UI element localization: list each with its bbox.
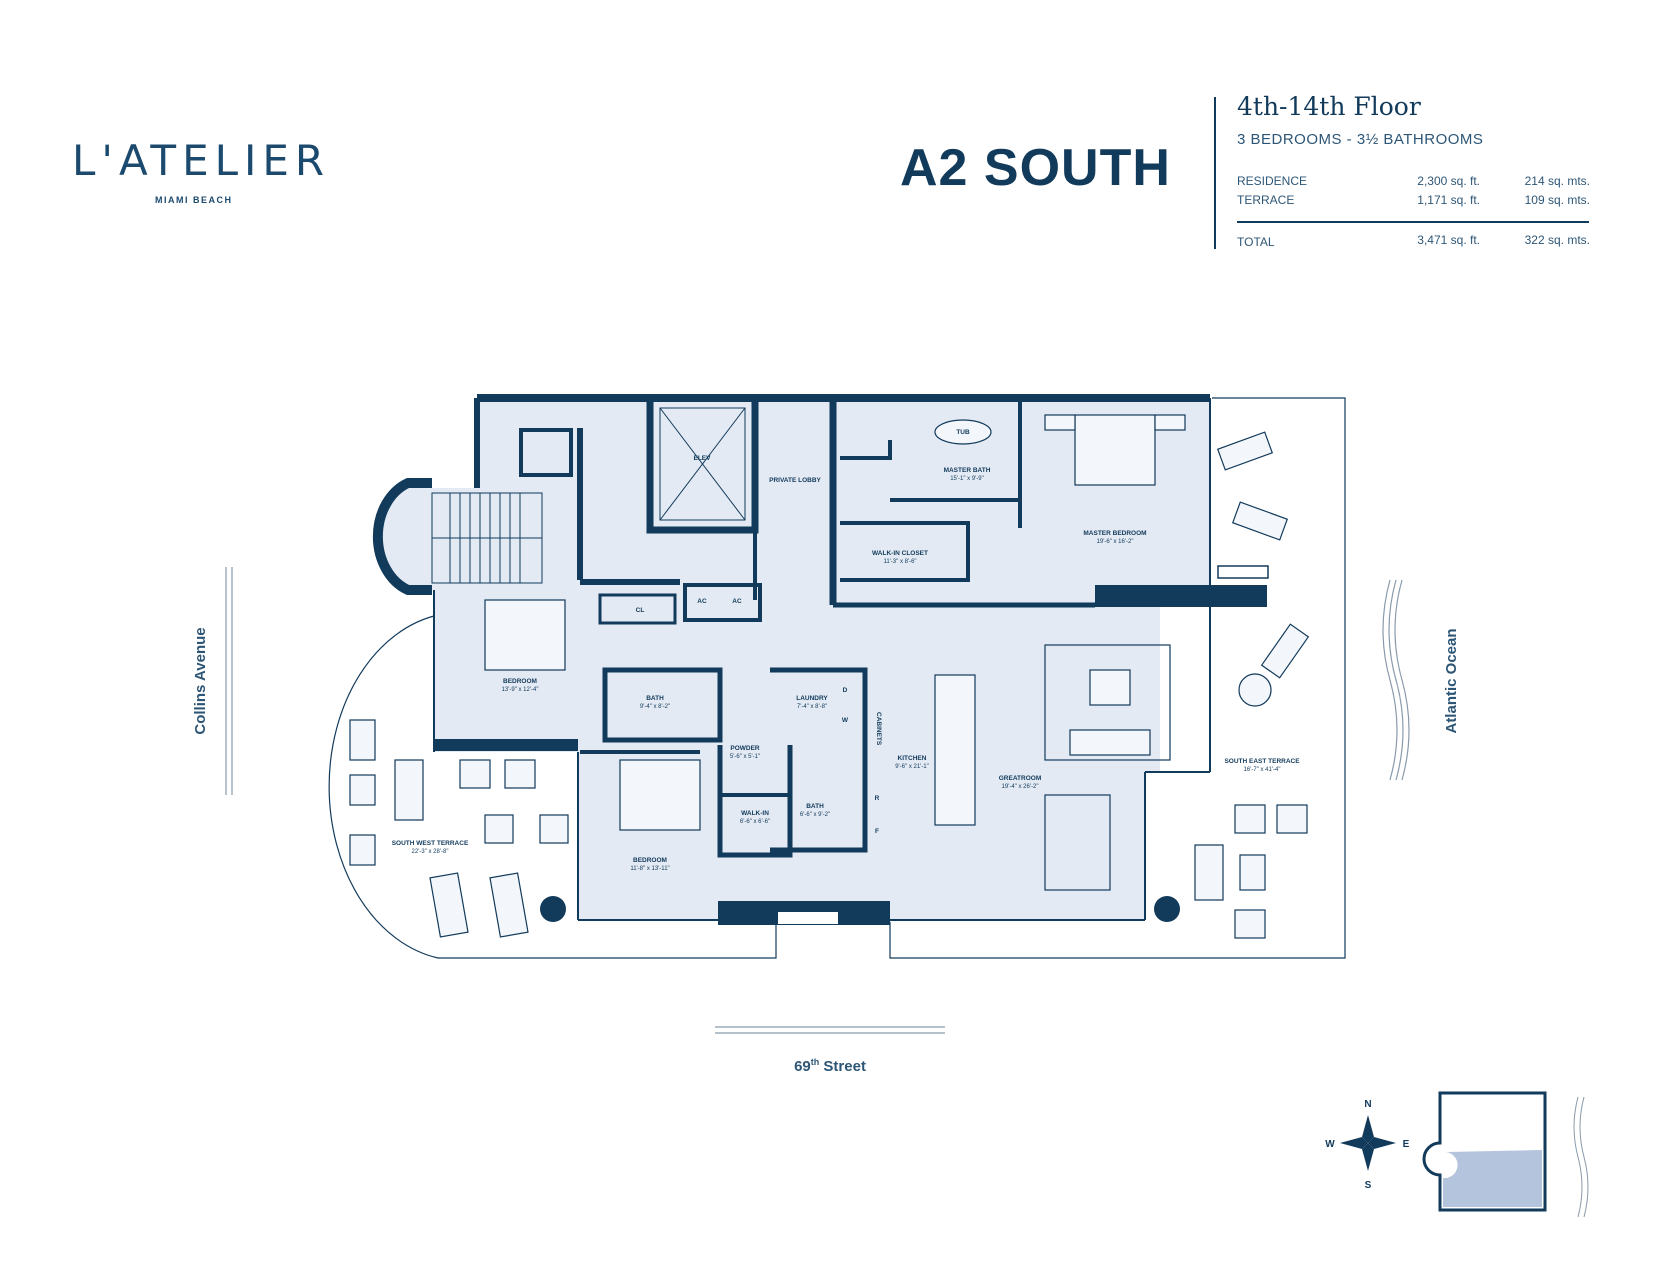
room-dim-walk-in-closet: 11'-3" x 8'-6" xyxy=(883,559,916,565)
dining-table xyxy=(1044,794,1111,891)
room-dim-master-bedroom: 19'-6" x 16'-2" xyxy=(1097,539,1134,545)
room-label-master-bath: MASTER BATH xyxy=(944,467,991,474)
bed-bath-count: 3 BEDROOMS - 3½ BATHROOMS xyxy=(1237,131,1484,148)
room-dim-master-bath: 15'-1" x 9'-9" xyxy=(950,476,984,482)
room-label-elev: ELEV xyxy=(694,455,712,462)
floor-range: 4th-14th Floor xyxy=(1237,92,1421,121)
compass-n: N xyxy=(1364,1099,1371,1110)
room-label-powder: POWDER xyxy=(730,745,760,752)
master-bed xyxy=(1074,414,1156,486)
area-sqft-terrace: 1,171 sq. ft. xyxy=(1417,193,1480,207)
area-total-rule xyxy=(1237,221,1589,223)
appliance-label-r: R xyxy=(875,795,880,802)
area-sqft-residence: 2,300 sq. ft. xyxy=(1417,174,1480,188)
unit-location-highlight xyxy=(1443,1150,1542,1207)
bedroom-2-bed xyxy=(619,759,701,831)
area-sqm-residence: 214 sq. mts. xyxy=(1524,174,1590,188)
kitchen-island xyxy=(934,674,976,826)
area-label-residence: RESIDENCE xyxy=(1237,174,1308,188)
collins-avenue-marker: Collins Avenue xyxy=(192,567,233,795)
area-label-terrace: TERRACE xyxy=(1237,193,1295,207)
brand-location: MIAMI BEACH xyxy=(155,195,233,205)
room-label-south-east-terrace: SOUTH EAST TERRACE xyxy=(1224,758,1300,765)
atlantic-ocean-marker: Atlantic Ocean xyxy=(1382,579,1460,781)
room-label-bath-1: BATH xyxy=(646,695,664,702)
69th-street-marker: 69th Street xyxy=(715,1026,945,1075)
room-label-laundry: LAUNDRY xyxy=(796,695,828,702)
bedroom-1-bed xyxy=(484,599,566,671)
terrace-outlines xyxy=(328,397,1346,959)
room-label-master-bedroom: MASTER BEDROOM xyxy=(1083,530,1146,537)
compass-e: E xyxy=(1403,1139,1410,1150)
room-label-greatroom: GREATROOM xyxy=(999,775,1042,782)
key-plan xyxy=(1422,1091,1589,1218)
69th-street-label: 69th Street xyxy=(794,1057,866,1075)
appliance-label-d: D xyxy=(843,687,848,694)
room-labels: ELEV PRIVATE LOBBY MASTER BATH 15'-1" x … xyxy=(392,429,1300,872)
area-sqft-total: 3,471 sq. ft. xyxy=(1417,233,1480,247)
unit-title: A2 SOUTH xyxy=(900,139,1171,197)
interior-walls xyxy=(519,398,1095,858)
room-dim-laundry: 7'-4" x 8'-8" xyxy=(797,704,827,710)
room-dim-kitchen: 9'-6" x 21'-1" xyxy=(895,764,929,770)
room-label-tub: TUB xyxy=(956,429,970,436)
room-label-bath-2: BATH xyxy=(806,803,824,810)
room-label-kitchen: KITCHEN xyxy=(898,755,927,762)
interior-fill xyxy=(377,398,1210,920)
room-label-walk-in-closet: WALK-IN CLOSET xyxy=(872,550,928,557)
living-area-rug xyxy=(1044,644,1171,761)
compass-w: W xyxy=(1325,1139,1335,1150)
header-divider xyxy=(1214,97,1216,249)
room-label-ac-1: AC xyxy=(697,598,707,605)
area-label-total: TOTAL xyxy=(1237,235,1275,249)
area-sqm-total: 322 sq. mts. xyxy=(1524,233,1590,247)
room-dim-bath-2: 6'-6" x 9'-2" xyxy=(800,812,830,818)
brand-logo: L'ATELIER xyxy=(72,136,331,185)
appliance-label-f: F xyxy=(875,828,879,835)
atlantic-ocean-label: Atlantic Ocean xyxy=(1443,628,1460,733)
room-label-cabinets: CABINETS xyxy=(875,712,882,746)
room-label-walk-in: WALK-IN xyxy=(741,810,769,817)
room-label-bedroom-2: BEDROOM xyxy=(633,857,667,864)
bathtub xyxy=(934,419,992,445)
appliance-label-w: W xyxy=(842,717,849,724)
elevator-shaft xyxy=(659,407,746,521)
room-dim-bedroom-1: 13'-9" x 12'-4" xyxy=(502,687,539,693)
room-label-bedroom-1: BEDROOM xyxy=(503,678,537,685)
stairs xyxy=(431,492,543,584)
compass-rose: N S E W xyxy=(1325,1099,1409,1191)
room-dim-powder: 5'-6" x 5'-1" xyxy=(730,754,760,760)
room-dim-bedroom-2: 11'-8" x 13'-11" xyxy=(630,866,669,872)
furniture xyxy=(349,414,1310,939)
room-dim-greatroom: 19'-4" x 26'-2" xyxy=(1002,784,1039,790)
collins-avenue-label: Collins Avenue xyxy=(192,627,209,734)
room-dim-south-west-terrace: 22'-3" x 28'-8" xyxy=(412,849,449,855)
room-dim-south-east-terrace: 16'-7" x 41'-4" xyxy=(1244,767,1281,773)
room-dim-bath-1: 9'-4" x 8'-2" xyxy=(640,704,670,710)
exterior-walls xyxy=(372,394,1269,925)
room-label-south-west-terrace: SOUTH WEST TERRACE xyxy=(392,840,469,847)
room-dim-walk-in: 6'-6" x 6'-6" xyxy=(740,819,770,825)
area-sqm-terrace: 109 sq. mts. xyxy=(1524,193,1590,207)
room-label-cl: CL xyxy=(636,607,645,614)
room-label-private-lobby: PRIVATE LOBBY xyxy=(769,477,821,484)
room-label-ac-2: AC xyxy=(732,598,742,605)
compass-s: S xyxy=(1365,1180,1372,1191)
